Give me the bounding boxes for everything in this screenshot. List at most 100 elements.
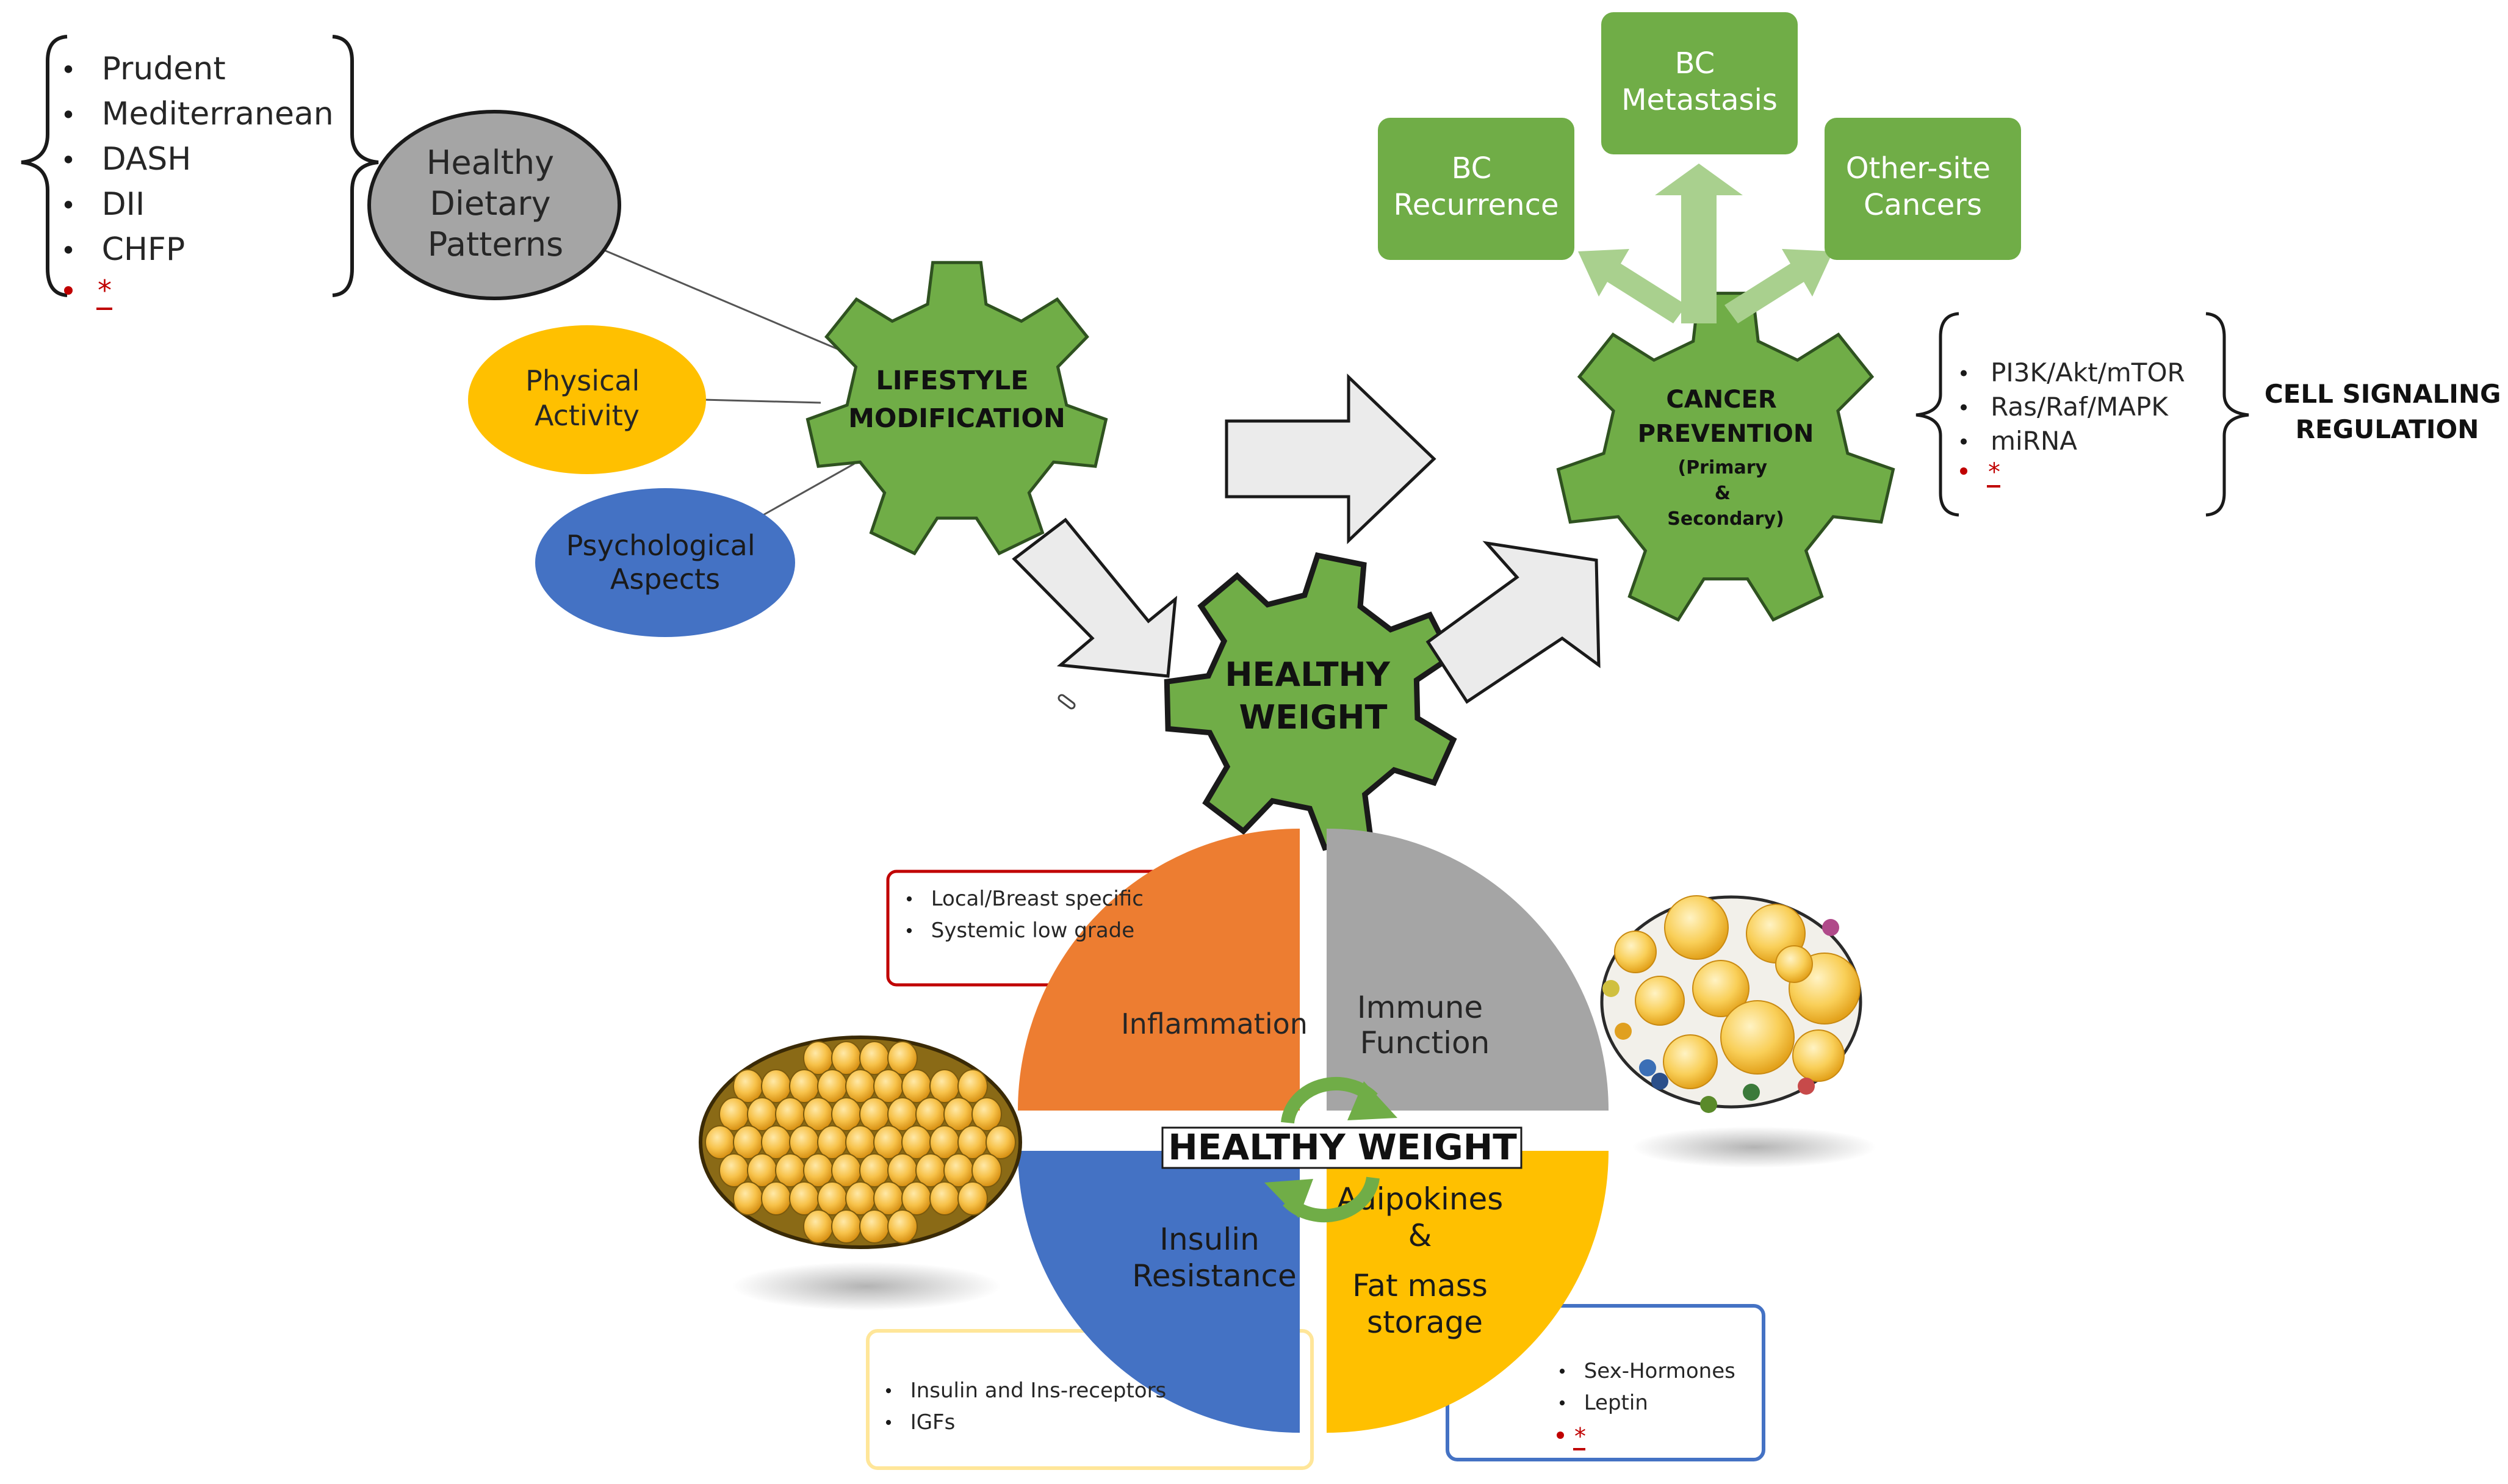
adipocyte-cell: [1614, 931, 1657, 973]
signaling-list-bullet: [1960, 370, 1967, 376]
connector-lines: [604, 249, 864, 520]
dietary-patterns-line3: Patterns: [428, 225, 563, 264]
adipokine-note-bullet: [1559, 1400, 1565, 1406]
svg-text:Physical Activity: Physical Activity: [525, 364, 649, 432]
cancer-gear-sub2: &: [1715, 483, 1731, 504]
cancer-gear-sub3: Secondary): [1667, 508, 1784, 530]
diet-list-extra-marker: *: [98, 274, 112, 307]
adipocyte-cell: [957, 1069, 988, 1103]
adipocyte-cell: [887, 1041, 918, 1075]
diet-list-item: Prudent: [102, 51, 226, 87]
adipokine-note-item: Leptin: [1584, 1391, 1648, 1415]
adipocyte-cell: [971, 1097, 1002, 1131]
adipocyte-cell: [1635, 976, 1685, 1026]
diet-list-item: DASH: [102, 141, 192, 178]
adipocyte-cell: [887, 1209, 918, 1244]
center-label-bar: HEALTHY WEIGHT: [1161, 1126, 1522, 1169]
svg-text:CANCER PREVENTION: CANCER PREVENTION: [1638, 386, 1814, 448]
adipokine-extra-marker: *: [1574, 1423, 1586, 1450]
svg-text:(Primary & Seconda: (Primary & Secondary): [1667, 457, 1784, 530]
svg-text:HEALTHY WEIGHT: HEALTHY WEIGHT: [1225, 655, 1401, 737]
insulin-resistance-label: Insulin Resistance: [1132, 1222, 1296, 1294]
insulin-note-bullet: [885, 1388, 892, 1394]
healthy-weight-gear: HEALTHY WEIGHT: [1164, 552, 1457, 851]
inflammation-note-bullet: [906, 928, 912, 934]
immune-cell: [1743, 1084, 1760, 1101]
cell-signaling-title: CELL SIGNALING REGULATION: [2265, 379, 2508, 444]
diet-list-left-brace: [21, 35, 68, 297]
physical-activity-line2: Activity: [535, 399, 640, 432]
diet-list-item: DII: [102, 186, 145, 223]
diet-list-bullet: [64, 246, 73, 254]
immune-cell: [1639, 1059, 1656, 1076]
dietary-patterns-oval: Healthy Dietary Patterns: [367, 110, 621, 300]
lifestyle-modification-gear: LIFESTYLE MODIFICATION: [805, 261, 1108, 556]
adipocyte-cell: [733, 1181, 763, 1216]
inflammation-label: Inflammation: [1121, 1007, 1308, 1040]
signaling-list-bullet: [1960, 438, 1967, 445]
diet-list-right-brace: [332, 35, 379, 297]
lifestyle-gear-line1: LIFESTYLE: [876, 366, 1028, 396]
immune-cell: [1602, 980, 1620, 997]
adipocyte-tissue-image-left: [699, 1036, 1022, 1311]
adipocyte-cell: [929, 1181, 960, 1216]
signaling-extra-bullet: [1960, 467, 1967, 475]
physical-activity-oval: Physical Activity: [468, 325, 706, 474]
svg-text:LIFESTYLE MODIFICATION: LIFESTYLE MODIFICATION: [848, 366, 1065, 434]
arrow-to-recurrence: [1578, 249, 1687, 323]
immune-cell: [1798, 1078, 1815, 1095]
adipocyte-cells-left: [705, 1041, 1016, 1244]
svg-text:BC Metastasis: BC Metastasis: [1621, 46, 1778, 117]
arrow-up-metastasis: [1655, 164, 1743, 323]
diet-list-extra-bullet: [64, 286, 73, 295]
svg-text:Psychological Aspects: Psychological Aspects: [566, 529, 765, 596]
diet-list-item: CHFP: [102, 231, 186, 268]
arrow-lifestyle-to-weight: [1012, 517, 1178, 678]
diet-list-item: Mediterranean: [102, 96, 334, 132]
bc-recurrence-box: BC Recurrence: [1378, 118, 1574, 260]
insulin-note-item: Insulin and Ins-receptors: [910, 1378, 1167, 1403]
signaling-extra-marker: *: [1988, 458, 2000, 486]
bc-metastasis-line2: Metastasis: [1621, 83, 1778, 117]
dietary-patterns-line1: Healthy: [427, 143, 554, 182]
psychological-aspects-oval: Psychological Aspects: [535, 488, 795, 637]
physical-activity-line1: Physical: [525, 364, 640, 397]
healthy-weight-gear-shape: [1164, 552, 1457, 851]
adipocyte-cell: [859, 1209, 890, 1244]
lifestyle-gear-shape: [805, 261, 1108, 556]
psychological-aspects-line1: Psychological: [566, 529, 755, 562]
bc-metastasis-line1: BC: [1675, 46, 1715, 81]
arrow-weight-to-cancer: [1425, 541, 1601, 704]
other-site-cancers-box: Other-site Cancers: [1825, 118, 2021, 260]
insulin-note-bullet: [885, 1420, 892, 1425]
quadrant-labels: Inflammation Immune Function Insulin Res…: [1121, 990, 1503, 1340]
adipocyte-cell: [1664, 895, 1729, 960]
svg-text:Healthy Dietary Pa: Healthy Dietary Patterns: [427, 143, 564, 264]
svg-text:BC Recurrence: BC Recurrence: [1394, 151, 1559, 222]
signaling-list-bullet: [1960, 404, 1967, 411]
adipocyte-cell: [761, 1181, 791, 1216]
svg-text:Other-site Cancers: Other-site Cancers: [1846, 151, 2000, 222]
insulin-resistance-quadrant: [1018, 1151, 1300, 1433]
inflammation-note-item: Systemic low grade: [931, 918, 1135, 943]
immune-function-quadrant: [1327, 829, 1609, 1111]
inflammation-quadrant: [1018, 829, 1300, 1111]
signaling-left-brace: [1915, 312, 1959, 517]
bc-metastasis-box: BC Metastasis: [1601, 12, 1798, 154]
adipokines-quadrant: [1327, 1151, 1609, 1433]
adipocyte-cell: [1663, 1034, 1718, 1089]
cancer-prevention-gear: CANCER PREVENTION (Primary & Secondary): [1556, 292, 1895, 622]
healthy-weight-gear-line2: WEIGHT: [1239, 698, 1388, 737]
adipocyte-cells-right: [1602, 895, 1861, 1113]
cancer-gear-line1: CANCER: [1666, 386, 1776, 414]
immune-cell: [1651, 1073, 1668, 1090]
lifestyle-gear-line2: MODIFICATION: [848, 403, 1065, 434]
adipocyte-cell: [803, 1209, 834, 1244]
insulin-note-item: IGFs: [910, 1410, 956, 1435]
